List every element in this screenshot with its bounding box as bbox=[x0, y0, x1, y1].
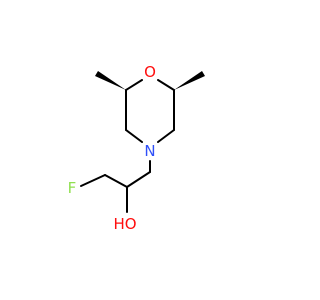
bond-c5-n bbox=[157, 129, 175, 143]
fluorine-atom-label: F bbox=[68, 179, 77, 197]
molecule-structure: O N F HO bbox=[68, 63, 205, 233]
oxygen-atom-label: O bbox=[144, 63, 156, 81]
bond-choh-ch2f bbox=[104, 174, 128, 188]
bond-n-c3 bbox=[125, 129, 143, 143]
wedge-bond-c6-methyl bbox=[174, 71, 205, 90]
wedge-bond-c2-methyl bbox=[95, 71, 126, 90]
bond-ch2f-f bbox=[80, 174, 106, 187]
bond-ch2-choh bbox=[126, 171, 151, 188]
hydroxyl-group-label: HO bbox=[113, 215, 136, 233]
bond-c2-o bbox=[125, 79, 143, 91]
nitrogen-atom-label: N bbox=[144, 142, 155, 160]
bond-o-c6 bbox=[157, 79, 175, 91]
